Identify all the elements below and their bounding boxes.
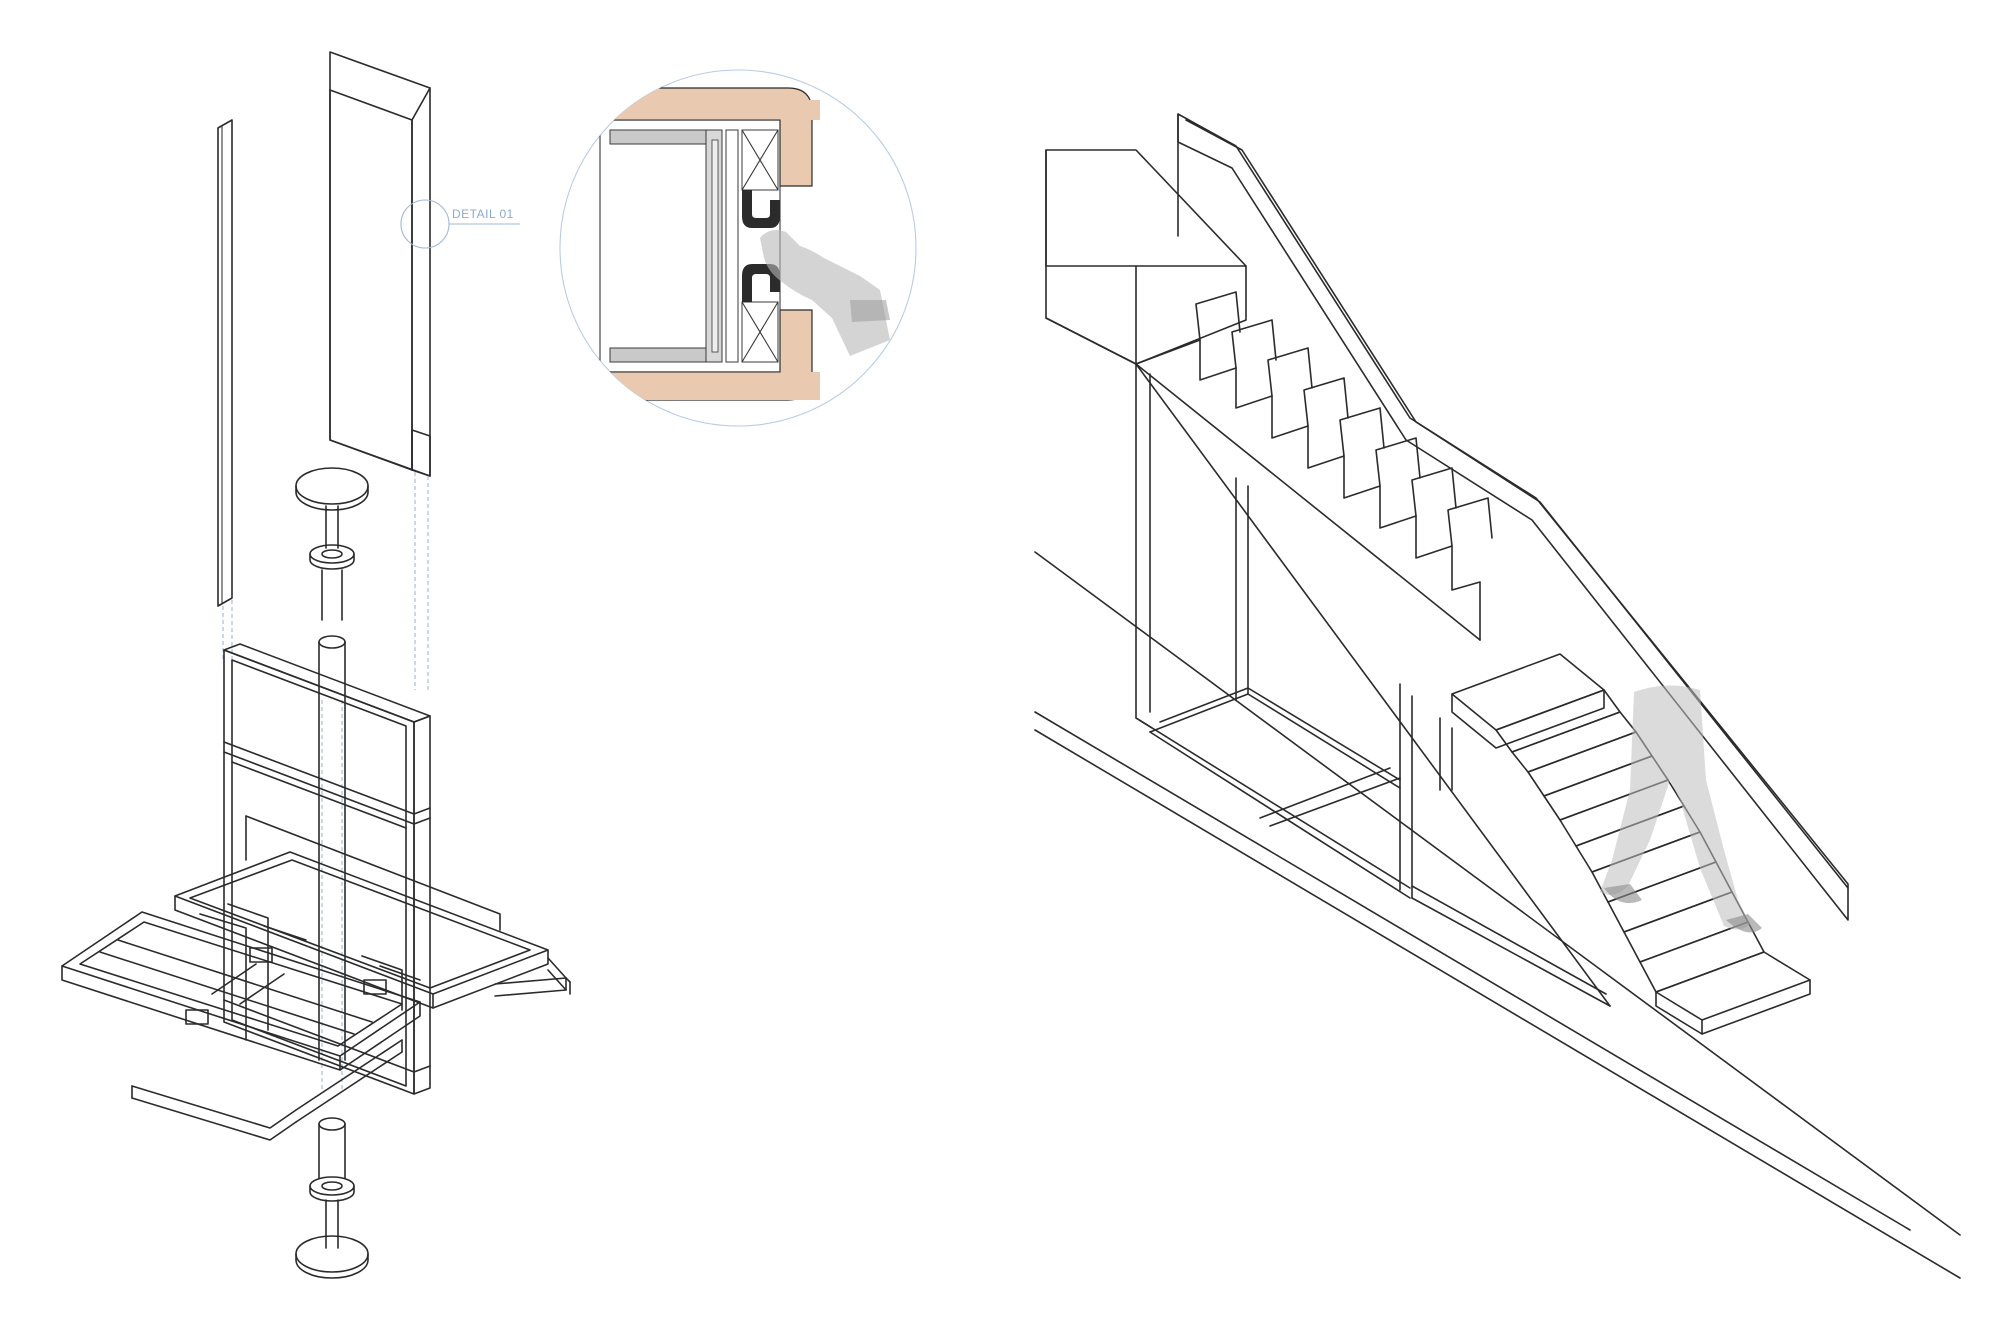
- horizontal-rod: [131, 1039, 403, 1141]
- assembly-guides: [222, 472, 429, 1090]
- upper-flight: [1135, 291, 1611, 1007]
- vertical-frame: [223, 643, 431, 1095]
- right-tray: [174, 815, 571, 1009]
- detail-callout: DETAIL 01: [400, 199, 520, 249]
- left-tray: [61, 903, 421, 1071]
- front-panel: [329, 51, 431, 477]
- detail-section: [559, 69, 917, 427]
- main-pole: [318, 641, 346, 1061]
- mid-landing: [1451, 653, 1605, 749]
- upper-landing: [1045, 149, 1247, 365]
- stair-wall: [1177, 113, 1849, 921]
- pole-top-cap: [295, 467, 369, 649]
- pole-base: [295, 1117, 369, 1279]
- hand-ghost: [760, 230, 890, 356]
- side-panel-left: [217, 119, 233, 607]
- under-stair-frame: [1135, 363, 1611, 1007]
- detail-label: DETAIL 01: [452, 207, 514, 221]
- exploded-axonometric: DETAIL 01: [61, 51, 571, 1279]
- person-ghost: [1600, 685, 1762, 933]
- floor-lines: [1034, 551, 1961, 1279]
- staircase-axonometric: [1034, 113, 1961, 1279]
